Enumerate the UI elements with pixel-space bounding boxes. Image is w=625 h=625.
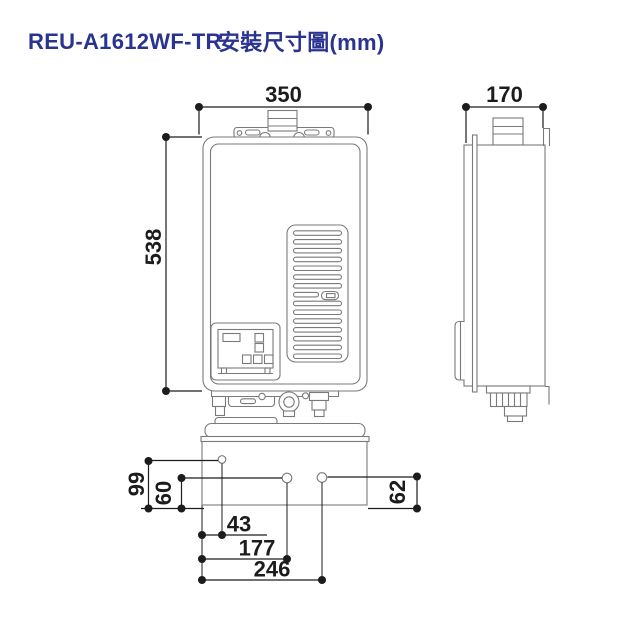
side-cover-seam (471, 134, 478, 393)
dim-label-hole3-left: 246 (254, 557, 291, 582)
dim-hole2-left (198, 555, 291, 563)
bottom-box (201, 440, 368, 506)
grille-indicator-window (320, 290, 340, 301)
control-panel (210, 322, 281, 381)
dim-hole3-left (198, 576, 326, 584)
dim-hole1-left (198, 531, 267, 539)
panel-buttons (241, 332, 274, 365)
dim-front-width (195, 103, 372, 135)
dim-label-front-height: 538 (141, 229, 166, 266)
bottom-flange (200, 435, 370, 443)
bottom-connections (210, 391, 340, 418)
front-view (202, 109, 368, 418)
dim-right-bottom (327, 472, 421, 513)
wall-bracket-hook (542, 127, 551, 146)
dim-label-side-depth: 170 (486, 82, 523, 107)
grille-slats (292, 230, 343, 360)
dim-extension-lines (201, 463, 323, 580)
dim-label-hole1-left: 43 (227, 512, 251, 537)
hole-2 (281, 472, 293, 484)
dim-label-front-width: 350 (265, 82, 302, 107)
dim-label-hole2-left: 177 (239, 536, 276, 561)
dim-holes-bottom (177, 474, 282, 513)
vent-grille (286, 224, 349, 363)
hole-3 (316, 472, 328, 483)
gas-connection (308, 391, 330, 402)
dim-label-hole1-bottom: 99 (124, 472, 149, 496)
side-pipes (485, 385, 550, 423)
mounting-holes (217, 455, 328, 484)
side-panel-bump (454, 320, 465, 381)
dim-label-right-bottom: 62 (385, 480, 410, 504)
page-title-model: REU-A1612WF-TR (28, 29, 222, 54)
hole-1 (217, 455, 227, 464)
page-title-caption: 安裝尺寸圖(mm) (218, 30, 384, 55)
water-connection (278, 391, 300, 413)
side-flue-pipe (492, 117, 524, 146)
front-body-inner (209, 143, 361, 385)
side-view (454, 117, 551, 423)
dim-label-holes-bottom: 60 (151, 481, 176, 505)
dim-front-height (162, 133, 202, 395)
panel-display (222, 332, 241, 343)
dim-side-depth (462, 103, 547, 143)
dimension-lines: 350 170 538 99 (124, 82, 547, 584)
dim-hole1-bottom (141, 457, 218, 513)
flue-pipe (267, 109, 298, 132)
bottom-view (200, 416, 370, 506)
bottom-cover-profile (204, 422, 366, 439)
